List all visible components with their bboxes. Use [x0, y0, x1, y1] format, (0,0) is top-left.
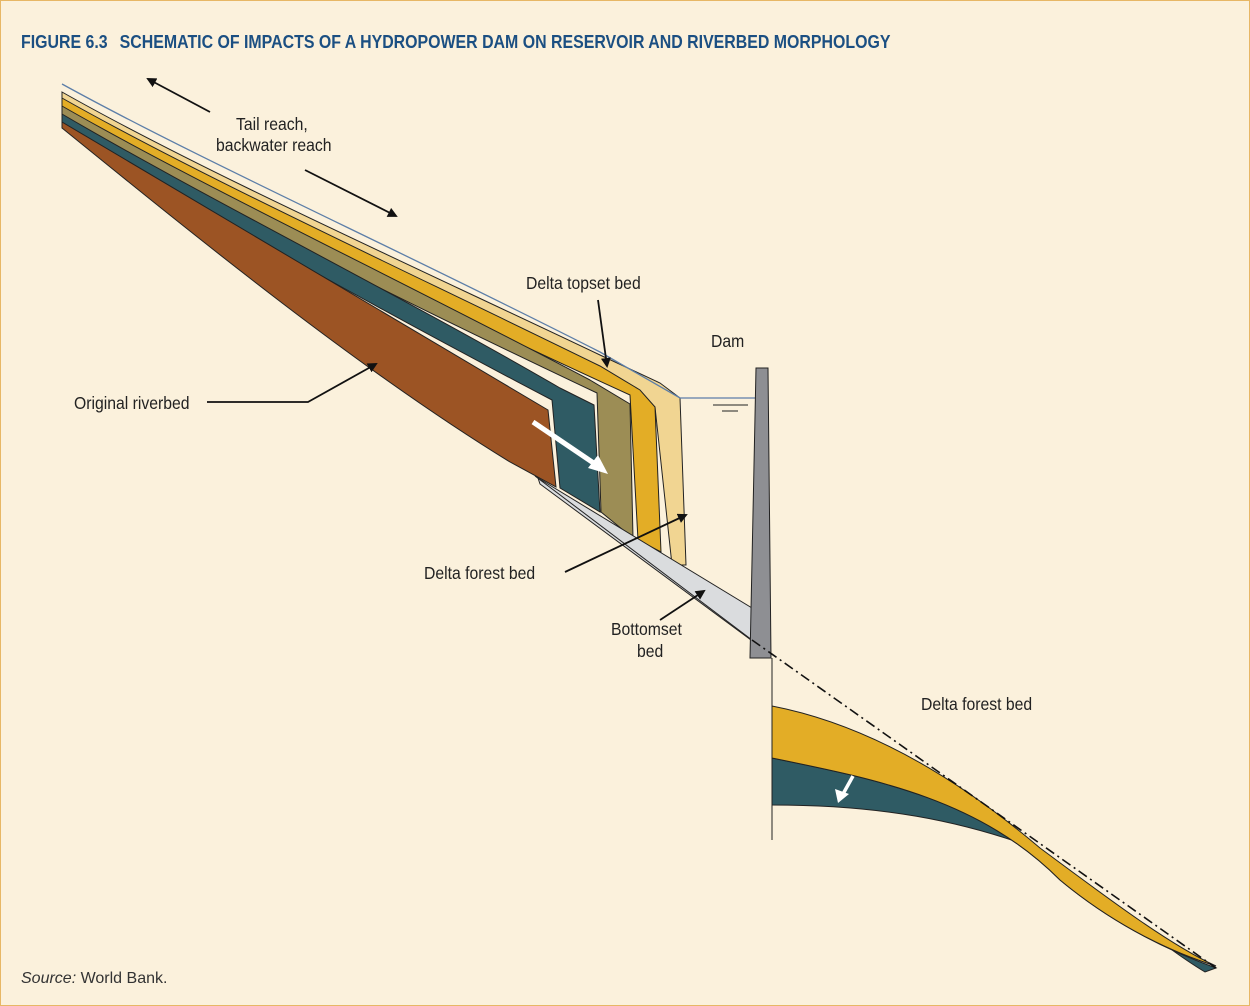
brown-original-layer: [61, 121, 557, 488]
upstream-white-arrow-head: [588, 455, 608, 474]
forest-bed-leader-arrow: [564, 513, 688, 573]
label-delta-topset-bed: Delta topset bed: [526, 273, 641, 293]
projected-riverbed-line: [751, 639, 1217, 969]
downstream-white-arrow: [841, 775, 855, 795]
source-note: Source: World Bank.: [21, 970, 167, 988]
source-text: World Bank.: [76, 970, 168, 987]
downstream-gold-layer: [771, 705, 1217, 967]
label-tail-reach: Tail reach,: [236, 114, 308, 134]
riverbed-leader-arrow: [207, 363, 378, 403]
label-original-riverbed: Original riverbed: [74, 393, 190, 413]
label-bottomset: Bottomset: [611, 619, 682, 639]
tail-reach-arrow-down: [304, 169, 398, 217]
downstream-white-arrow-head: [835, 789, 849, 803]
source-prefix: Source:: [21, 970, 77, 987]
label-delta-forest-bed-upstream: Delta forest bed: [424, 563, 536, 583]
topset-leader-arrow: [597, 299, 611, 368]
label-delta-forest-bed-downstream: Delta forest bed: [921, 694, 1033, 714]
water-surface-line: [61, 83, 760, 399]
tail-reach-arrow-up: [146, 78, 211, 113]
label-bottomset-bed: bed: [637, 641, 664, 661]
figure-title-text: SCHEMATIC OF IMPACTS OF A HYDROPOWER DAM…: [119, 31, 891, 52]
figure-title: FIGURE 6.3 SCHEMATIC OF IMPACTS OF A HYDR…: [21, 31, 890, 53]
label-dam: Dam: [711, 331, 745, 351]
upstream-white-arrow: [531, 419, 600, 469]
downstream-teal-layer: [771, 757, 1218, 973]
dam-structure: [749, 367, 772, 659]
bottomset-leader-arrow: [659, 589, 706, 621]
original-riverbed-line: [534, 475, 753, 641]
label-backwater-reach: backwater reach: [216, 135, 332, 155]
figure-number: FIGURE 6.3: [21, 31, 108, 52]
